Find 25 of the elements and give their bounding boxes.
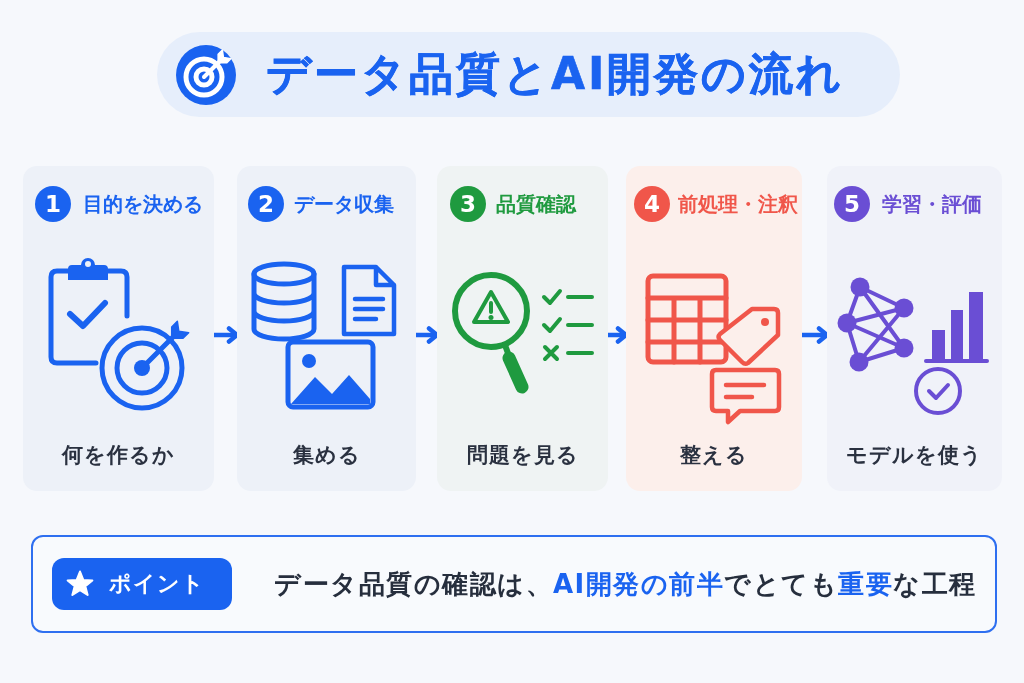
step-card [626,166,802,491]
step-caption: 何を作るか [62,442,175,468]
step-caption: モデルを使う [846,442,983,468]
step-heading: 目的を決める [83,192,203,216]
step-heading: 前処理・注釈 [678,192,798,216]
step-number: 4 [634,186,670,222]
point-sentence: データ品質の確認は、AI開発の前半でとても重要な工程 [274,568,977,601]
step-caption: 整える [680,442,748,468]
step-card [237,166,416,491]
step-number: 1 [35,186,71,222]
step-number: 3 [450,186,486,222]
point-label: ポイント [109,570,205,598]
point-box [31,535,997,633]
step-heading: データ収集 [294,192,394,216]
step-card [437,166,608,491]
step-heading: 学習・評価 [882,192,982,216]
step-caption: 集める [292,442,361,468]
step-number: 2 [248,186,284,222]
step-heading: 品質確認 [496,192,576,216]
step-caption: 問題を見る [466,442,579,468]
title: データ品質とAI開発の流れ [266,50,845,98]
step-card [827,166,1002,491]
step-number: 5 [834,186,870,222]
step-card [23,166,214,491]
point-badge [52,558,232,610]
